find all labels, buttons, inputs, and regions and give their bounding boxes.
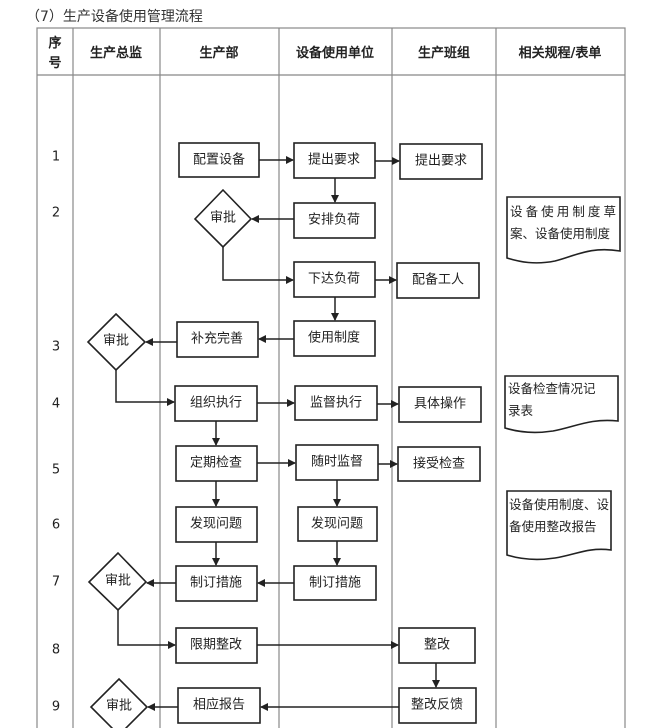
header-related-docs: 相关规程/表单 — [519, 45, 602, 61]
document-text: 设备使用制度、设 — [509, 497, 610, 512]
node-raise-requirements-team: 提出要求 — [399, 143, 483, 180]
node-label: 随时监督 — [311, 455, 363, 470]
row-number: 9 — [52, 700, 60, 715]
header-equipment-unit: 设备使用单位 — [296, 45, 374, 61]
node-accept-check: 接受检查 — [397, 446, 481, 482]
document-1: 设备使用制度草 案、设备使用制度 — [506, 196, 621, 264]
node-random-supervision: 随时监督 — [295, 444, 379, 481]
node-organize-execution: 组织执行 — [174, 385, 258, 422]
node-label: 使用制度 — [308, 330, 360, 346]
node-label: 审批 — [210, 211, 236, 226]
node-find-problem-dept: 发现问题 — [175, 506, 258, 543]
node-label: 制订措施 — [190, 576, 242, 591]
arrow — [222, 247, 294, 284]
row-number: 2 — [52, 206, 60, 221]
node-label: 提出要求 — [415, 153, 467, 169]
node-label: 审批 — [106, 699, 132, 714]
document-text: 设备使用制度草 — [510, 204, 616, 219]
node-supplement: 补充完善 — [176, 321, 259, 358]
page-title: （7）生产设备使用管理流程 — [26, 9, 203, 25]
node-approve-7: 审批 — [87, 551, 148, 612]
header-seq-1: 序 — [48, 35, 61, 51]
node-rectify: 整改 — [398, 627, 476, 664]
connectors — [115, 156, 440, 711]
node-corresponding-report: 相应报告 — [177, 687, 261, 724]
node-arrange-load: 安排负荷 — [293, 202, 376, 239]
node-label: 发现问题 — [311, 516, 363, 532]
node-label: 接受检查 — [413, 456, 465, 472]
node-specific-operation: 具体操作 — [398, 386, 482, 423]
node-label: 制订措施 — [309, 576, 361, 591]
document-2: 设备检查情况记 录表 — [504, 375, 619, 434]
row-number: 6 — [52, 518, 60, 533]
node-configure-equipment: 配置设备 — [178, 142, 260, 178]
node-rectify-feedback: 整改反馈 — [398, 687, 477, 724]
node-label: 发现问题 — [190, 516, 242, 532]
node-label: 限期整改 — [190, 638, 242, 653]
node-label: 监督执行 — [310, 396, 362, 411]
node-label: 具体操作 — [414, 396, 466, 412]
node-label: 相应报告 — [193, 697, 245, 713]
node-label: 提出要求 — [308, 152, 360, 168]
node-label: 审批 — [105, 574, 131, 589]
row-number: 5 — [52, 463, 60, 478]
node-approve-9: 审批 — [89, 677, 149, 728]
node-raise-requirements-unit: 提出要求 — [293, 142, 376, 179]
arrow — [117, 610, 176, 649]
node-label: 安排负荷 — [308, 213, 360, 228]
node-label: 下达负荷 — [308, 272, 360, 287]
row-number: 1 — [52, 150, 60, 165]
node-label: 配置设备 — [193, 152, 245, 168]
row-number: 7 — [52, 575, 60, 590]
node-label: 整改反馈 — [411, 698, 463, 713]
node-supervise-execution: 监督执行 — [294, 385, 378, 421]
node-label: 补充完善 — [191, 331, 243, 347]
node-usage-rules: 使用制度 — [293, 320, 376, 357]
row-number: 8 — [52, 643, 60, 658]
document-text: 备使用整改报告 — [509, 519, 597, 534]
header-director: 生产总监 — [90, 45, 142, 61]
header-production-dept: 生产部 — [199, 45, 238, 61]
arrow — [115, 370, 175, 406]
node-issue-load: 下达负荷 — [293, 261, 376, 298]
node-label: 审批 — [103, 334, 129, 349]
node-find-problem-unit: 发现问题 — [297, 506, 378, 542]
table-grid — [36, 27, 626, 728]
node-assign-workers: 配备工人 — [396, 262, 480, 299]
node-deadline-rectify: 限期整改 — [175, 627, 258, 664]
node-make-measures-dept: 制订措施 — [175, 565, 258, 602]
node-make-measures-unit: 制订措施 — [293, 565, 377, 601]
node-label: 定期检查 — [190, 456, 242, 471]
node-label: 配备工人 — [412, 272, 464, 288]
document-text: 案、设备使用制度 — [510, 226, 611, 241]
node-label: 组织执行 — [190, 396, 242, 411]
node-approve-3: 审批 — [86, 312, 147, 372]
node-periodic-check: 定期检查 — [175, 445, 258, 482]
document-text: 设备检查情况记 — [508, 381, 596, 396]
document-3: 设备使用制度、设 备使用整改报告 — [506, 490, 612, 561]
header-seq-2: 号 — [48, 56, 61, 71]
node-approve-1: 审批 — [193, 188, 253, 249]
header-production-team: 生产班组 — [418, 45, 470, 61]
row-number: 3 — [52, 340, 60, 355]
node-label: 整改 — [424, 638, 450, 653]
document-text: 录表 — [508, 403, 534, 418]
row-number: 4 — [52, 397, 60, 412]
